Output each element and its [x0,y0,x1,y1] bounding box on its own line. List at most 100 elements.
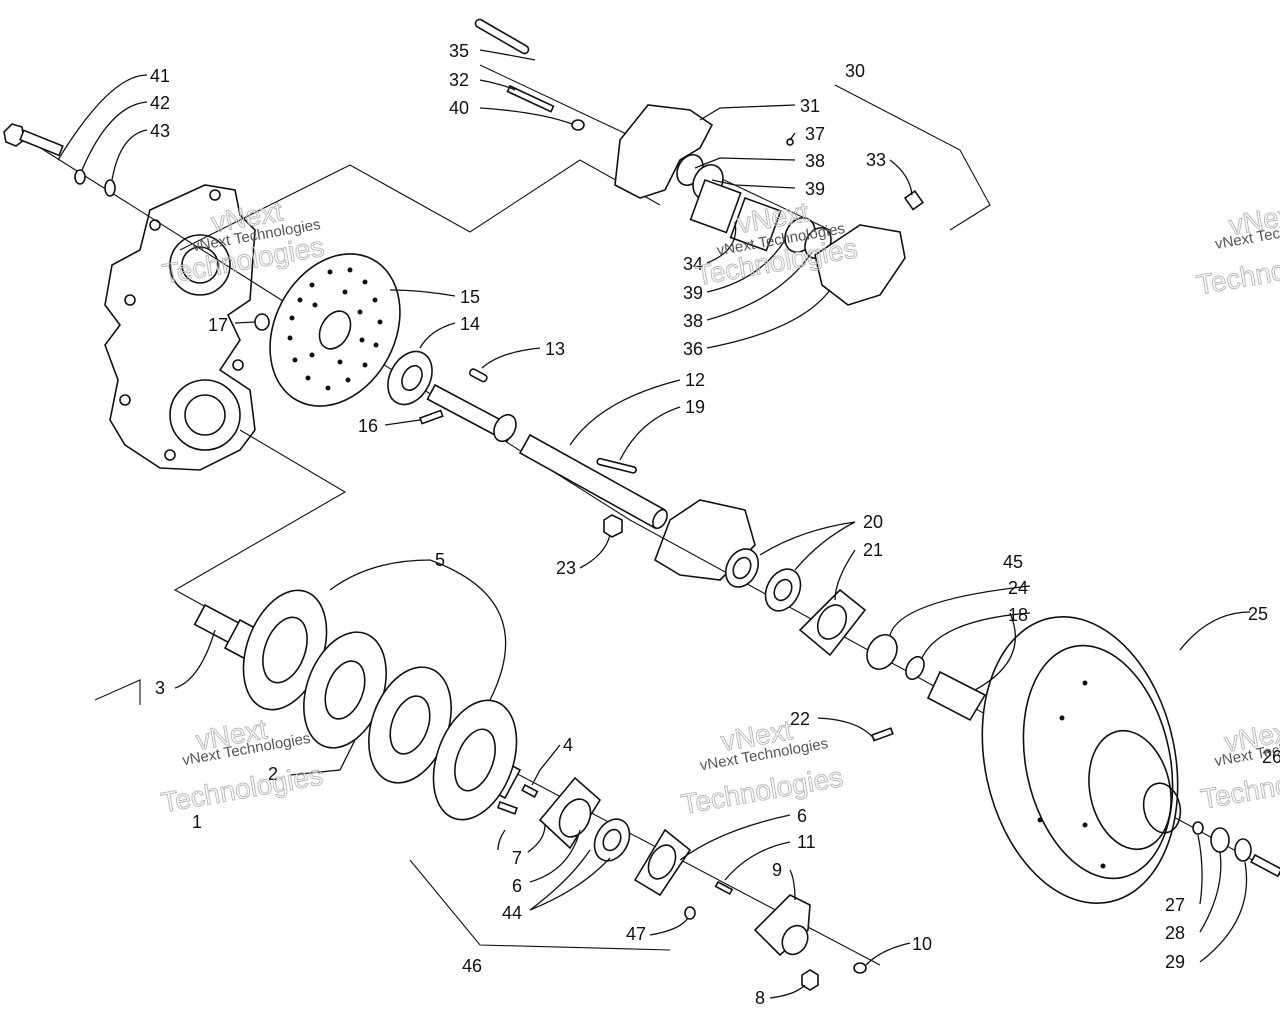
bearing-20b [764,568,802,612]
callout-40: 40 [449,98,469,118]
washer-42 [74,169,86,185]
callout-28: 28 [1165,923,1185,943]
callout-30: 30 [845,61,865,81]
callout-37: 37 [805,124,825,144]
pin-35 [474,18,530,55]
bearing-44 [593,818,631,862]
bolt-16 [418,409,444,425]
callout-19: 19 [685,397,705,417]
nut-23 [603,514,623,538]
callout-23: 23 [556,558,576,578]
callout-10: 10 [912,934,932,954]
washer-24 [905,655,925,681]
bolt-32 [506,84,555,113]
callout-34: 34 [683,254,703,274]
washer-28 [1210,827,1230,853]
callout-11: 11 [797,832,816,852]
caliper-body-31 [614,104,714,199]
callout-47: 47 [626,924,646,944]
watermark-upper-left: vNext vNext Technologies Technologies [160,195,327,290]
callout-3: 3 [155,678,165,698]
svg-text:Technologies: Technologies [1194,242,1280,301]
bearing-housing-6a [538,776,602,850]
washer-43 [104,179,116,197]
washer-4 [521,783,539,798]
hub-14 [387,350,433,406]
callout-43: 43 [150,121,170,141]
callout-44: 44 [502,903,522,923]
bolt-29 [1250,853,1280,878]
callout-5: 5 [435,550,445,570]
brake-pad-34b [729,196,782,252]
sprocket-5b [432,699,518,821]
callout-7: 7 [512,848,522,868]
callout-35: 35 [449,41,469,61]
callout-31: 31 [800,96,820,116]
callout-13: 13 [545,339,565,359]
callout-32: 32 [449,70,469,90]
spacer-45 [866,634,898,670]
leader-lines [57,49,1251,999]
caliper-assembly-30 [474,18,924,306]
callout-38-top: 38 [805,151,825,171]
callout-17: 17 [208,315,228,335]
cap-9 [753,894,811,957]
callout-45: 45 [1003,552,1023,572]
callout-46: 46 [462,956,482,976]
callout-39-top: 39 [805,179,825,199]
callout-15: 15 [460,287,480,307]
bolt-7 [496,800,518,815]
nut-17 [254,313,270,331]
callout-16: 16 [358,416,378,436]
callout-41: 41 [150,66,170,86]
callout-4: 4 [563,735,573,755]
flange-21 [798,588,867,657]
callout-6-left: 6 [512,876,522,896]
callout-26: 26 [1262,747,1280,767]
drive-shaft-assembly [193,589,522,821]
fitting-11 [714,880,734,896]
callout-18: 18 [1008,605,1028,625]
bearing-20a [724,548,760,588]
callout-6-right: 6 [797,806,807,826]
callout-42: 42 [150,93,170,113]
watermark-far-right: vNext vNext Technologies Technologies [1194,198,1280,301]
callout-labels: 41 42 43 35 32 40 30 31 37 38 39 33 34 3… [150,41,1280,1008]
callout-36: 36 [683,339,703,359]
callout-8: 8 [755,988,765,1008]
driven-shaft-stub [426,383,517,443]
bolt-22 [870,727,894,742]
washer-27 [1192,821,1204,835]
nut-8 [801,969,819,991]
bleeder-33 [903,190,924,211]
caliper-body-36 [814,224,906,306]
bolt-41 [3,123,64,157]
callout-25: 25 [1248,604,1268,624]
shaft-12 [518,433,668,530]
brake-pad-34a [689,178,742,234]
rotor-25 [981,615,1182,905]
callout-2: 2 [268,764,278,784]
fitting-10 [853,962,867,974]
callout-24: 24 [1008,578,1028,598]
bearing-housing-6b [633,828,692,897]
callout-9: 9 [772,860,782,880]
key-19 [596,457,637,474]
callout-20: 20 [863,512,883,532]
sleeve-18 [926,670,987,722]
key-13 [468,368,488,383]
watermark-lower-middle: vNext vNext Technologies Technologies [678,714,845,821]
callout-22: 22 [790,709,810,729]
sprocket-5a [242,589,328,711]
callout-21: 21 [863,540,883,560]
callout-1: 1 [192,812,202,832]
washer-29 [1234,838,1252,862]
watermark-lower-right: vNext vNext Technologies Technologies [1198,714,1280,815]
callout-14: 14 [460,314,480,334]
callout-27: 27 [1165,895,1185,915]
callout-39-bottom: 39 [683,283,703,303]
callout-29: 29 [1165,952,1185,972]
washer-40 [571,119,585,131]
brake-disc-15 [269,253,401,407]
